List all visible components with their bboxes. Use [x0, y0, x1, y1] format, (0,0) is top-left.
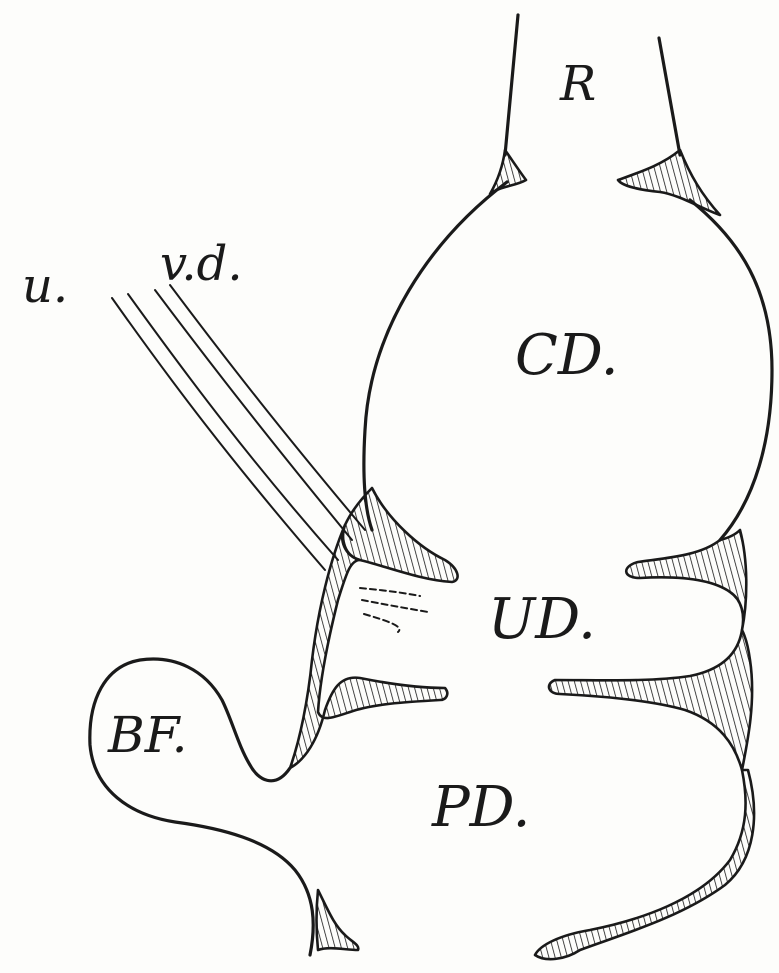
duct-opening-3 — [364, 614, 399, 632]
vas-deferens-line-2 — [170, 285, 365, 530]
vas-deferens-line-1 — [155, 290, 352, 540]
bursa-fabricii-outline — [90, 659, 313, 955]
rectum-right-wall — [659, 38, 680, 155]
coprodaeum-outline — [364, 182, 507, 530]
coprodaeum-right-wall — [690, 200, 772, 540]
ureter-line-1 — [112, 298, 325, 570]
duct-opening-2 — [362, 600, 428, 612]
proctodaeum-left-fold — [317, 890, 359, 950]
ureter-line-2 — [128, 294, 338, 560]
label-proctodaeum: PD. — [432, 780, 530, 836]
label-vas-deferens: v.d. — [160, 240, 243, 288]
septum-left-upper — [342, 488, 457, 582]
label-ureter: u. — [22, 262, 68, 310]
septum-right-upper — [626, 530, 746, 630]
label-bursa-fabricii: BF. — [108, 710, 188, 760]
label-urodaeum: UD. — [488, 592, 596, 648]
duct-opening-1 — [360, 588, 420, 596]
label-rectum: R — [560, 60, 596, 108]
proctodaeum-right-wall — [535, 770, 754, 959]
rectum-fold-right — [618, 150, 720, 215]
rectum-left-wall — [505, 15, 518, 155]
label-coprodaeum: CD. — [515, 328, 619, 384]
rectum-fold-left — [490, 150, 526, 194]
